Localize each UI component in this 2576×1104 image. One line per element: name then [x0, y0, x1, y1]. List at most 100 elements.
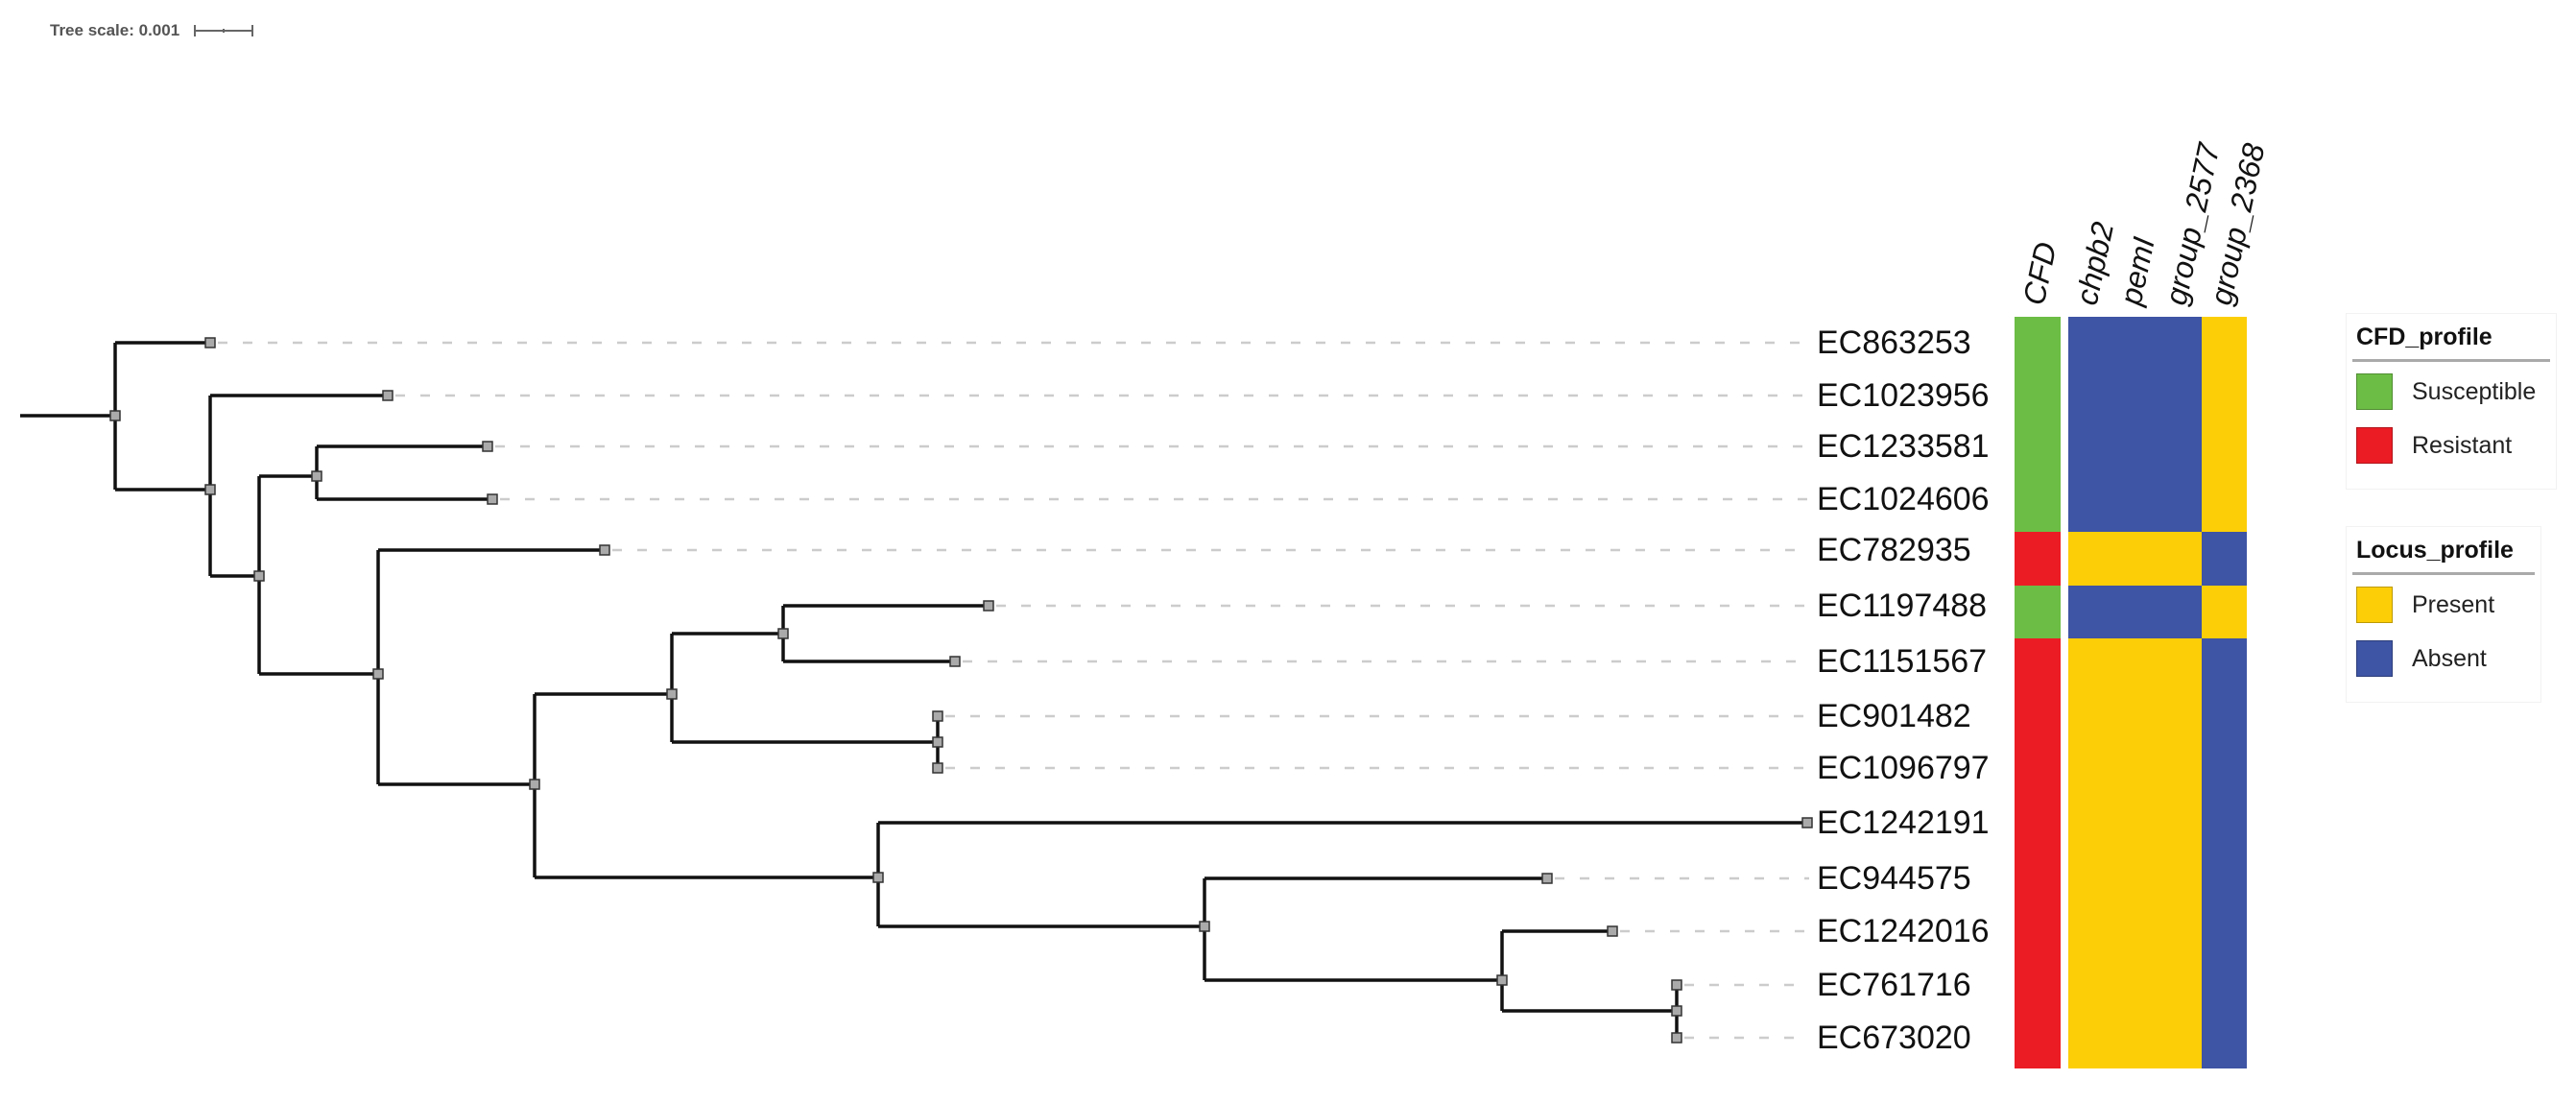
legend-label: Susceptible	[2412, 377, 2537, 405]
leaf-label: EC901482	[1817, 698, 1971, 734]
node-marker-icon	[311, 470, 322, 482]
swatch-resistant-icon	[2356, 427, 2393, 464]
node-marker-icon	[666, 688, 678, 700]
heatmap-cell	[2068, 585, 2112, 639]
heatmap-cell	[2157, 585, 2202, 639]
heatmap-cell	[2157, 853, 2202, 908]
heatmap-cell	[2015, 638, 2061, 693]
leaf-label: EC782935	[1817, 532, 1971, 568]
leaf-label: EC1023956	[1817, 377, 1990, 414]
heatmap-cell	[2202, 1014, 2247, 1069]
heatmap-cell	[2015, 370, 2061, 425]
heatmap-cell	[2068, 531, 2112, 587]
node-marker-icon	[1607, 925, 1618, 937]
legend-item-absent: Absent	[2356, 640, 2531, 677]
leaf-label: EC1151567	[1817, 643, 1988, 680]
node-marker-icon	[1801, 817, 1813, 828]
heatmap-cell	[2202, 746, 2247, 801]
heatmap-cell	[2015, 317, 2061, 372]
node-marker-icon	[872, 872, 884, 883]
heatmap-cell	[2112, 853, 2157, 908]
heatmap-cell	[2202, 477, 2247, 533]
heatmap-cell	[2112, 638, 2157, 693]
heatmap-cell	[2015, 692, 2061, 747]
heatmap-cell	[2202, 317, 2247, 372]
heatmap-cell	[2015, 906, 2061, 962]
heatmap-cell	[2157, 638, 2202, 693]
heatmap-cell	[2068, 692, 2112, 747]
heatmap-cell	[2112, 800, 2157, 854]
heatmap-cell	[2068, 370, 2112, 425]
heatmap-cell	[2112, 1014, 2157, 1069]
heatmap-cell	[2068, 906, 2112, 962]
heatmap-cell	[2157, 317, 2202, 372]
heatmap-cell	[2015, 800, 2061, 854]
heatmap-cell	[2015, 1014, 2061, 1069]
heatmap-cell	[2112, 906, 2157, 962]
swatch-absent-icon	[2356, 640, 2393, 677]
heatmap-cell	[2015, 960, 2061, 1016]
heatmap-cell	[2202, 638, 2247, 693]
node-marker-icon	[1541, 873, 1553, 884]
heatmap-cell	[2112, 317, 2157, 372]
tree-scale: Tree scale: 0.001	[50, 21, 254, 40]
heatmap-cell	[2202, 585, 2247, 639]
legend-label: Resistant	[2412, 431, 2513, 459]
heatmap-cell	[2112, 585, 2157, 639]
heatmap-cell	[2015, 853, 2061, 908]
swatch-present-icon	[2356, 587, 2393, 623]
heatmap-cell	[2202, 370, 2247, 425]
heatmap-cell	[2015, 423, 2061, 479]
heatmap-cell	[2202, 692, 2247, 747]
heatmap-cell	[2157, 800, 2202, 854]
node-marker-icon	[599, 544, 610, 556]
heatmap-cell	[2202, 800, 2247, 854]
legend-item-resistant: Resistant	[2356, 427, 2546, 464]
node-marker-icon	[372, 668, 384, 680]
node-marker-icon	[983, 600, 994, 612]
heatmap-cell	[2157, 531, 2202, 587]
legend-label: Present	[2412, 590, 2495, 618]
node-marker-icon	[204, 337, 216, 348]
heatmap-cell	[2112, 423, 2157, 479]
leaf-label: EC1096797	[1817, 750, 1990, 786]
node-marker-icon	[932, 710, 943, 722]
heatmap-cell	[2157, 960, 2202, 1016]
legend-item-susceptible: Susceptible	[2356, 373, 2546, 410]
heatmap-cell	[2068, 853, 2112, 908]
node-marker-icon	[1671, 1032, 1682, 1044]
node-marker-icon	[204, 484, 216, 495]
legend-item-present: Present	[2356, 587, 2531, 623]
heatmap-cell	[2015, 746, 2061, 801]
leaf-label: EC673020	[1817, 1020, 1971, 1056]
node-marker-icon	[1199, 921, 1210, 932]
heatmap-cell	[2157, 370, 2202, 425]
heatmap-cell	[2068, 423, 2112, 479]
heatmap-cell	[2068, 477, 2112, 533]
scale-bar-icon	[194, 25, 254, 36]
legend-title: Locus_profile	[2352, 537, 2535, 575]
heatmap-cell	[2068, 800, 2112, 854]
heatmap-cell	[2157, 477, 2202, 533]
leaf-label: EC1024606	[1817, 481, 1990, 517]
node-marker-icon	[932, 762, 943, 774]
heatmap-cell	[2157, 1014, 2202, 1069]
node-marker-icon	[1671, 979, 1682, 991]
node-marker-icon	[949, 656, 961, 667]
leaf-label: EC1233581	[1817, 428, 1990, 465]
leaf-label: EC944575	[1817, 860, 1971, 897]
leaf-label: EC1242191	[1817, 804, 1990, 841]
node-marker-icon	[487, 493, 498, 505]
node-marker-icon	[1671, 1005, 1682, 1017]
legend-locus-profile: Locus_profile Present Absent	[2346, 526, 2541, 703]
node-marker-icon	[482, 441, 493, 452]
heatmap-cell	[2015, 477, 2061, 533]
swatch-susceptible-icon	[2356, 373, 2393, 410]
leaf-label: EC863253	[1817, 324, 1971, 361]
heatmap-cell	[2157, 423, 2202, 479]
legend-title: CFD_profile	[2352, 324, 2550, 362]
heatmap-cell	[2157, 692, 2202, 747]
heatmap-cell	[2202, 853, 2247, 908]
heatmap-cell	[2068, 638, 2112, 693]
